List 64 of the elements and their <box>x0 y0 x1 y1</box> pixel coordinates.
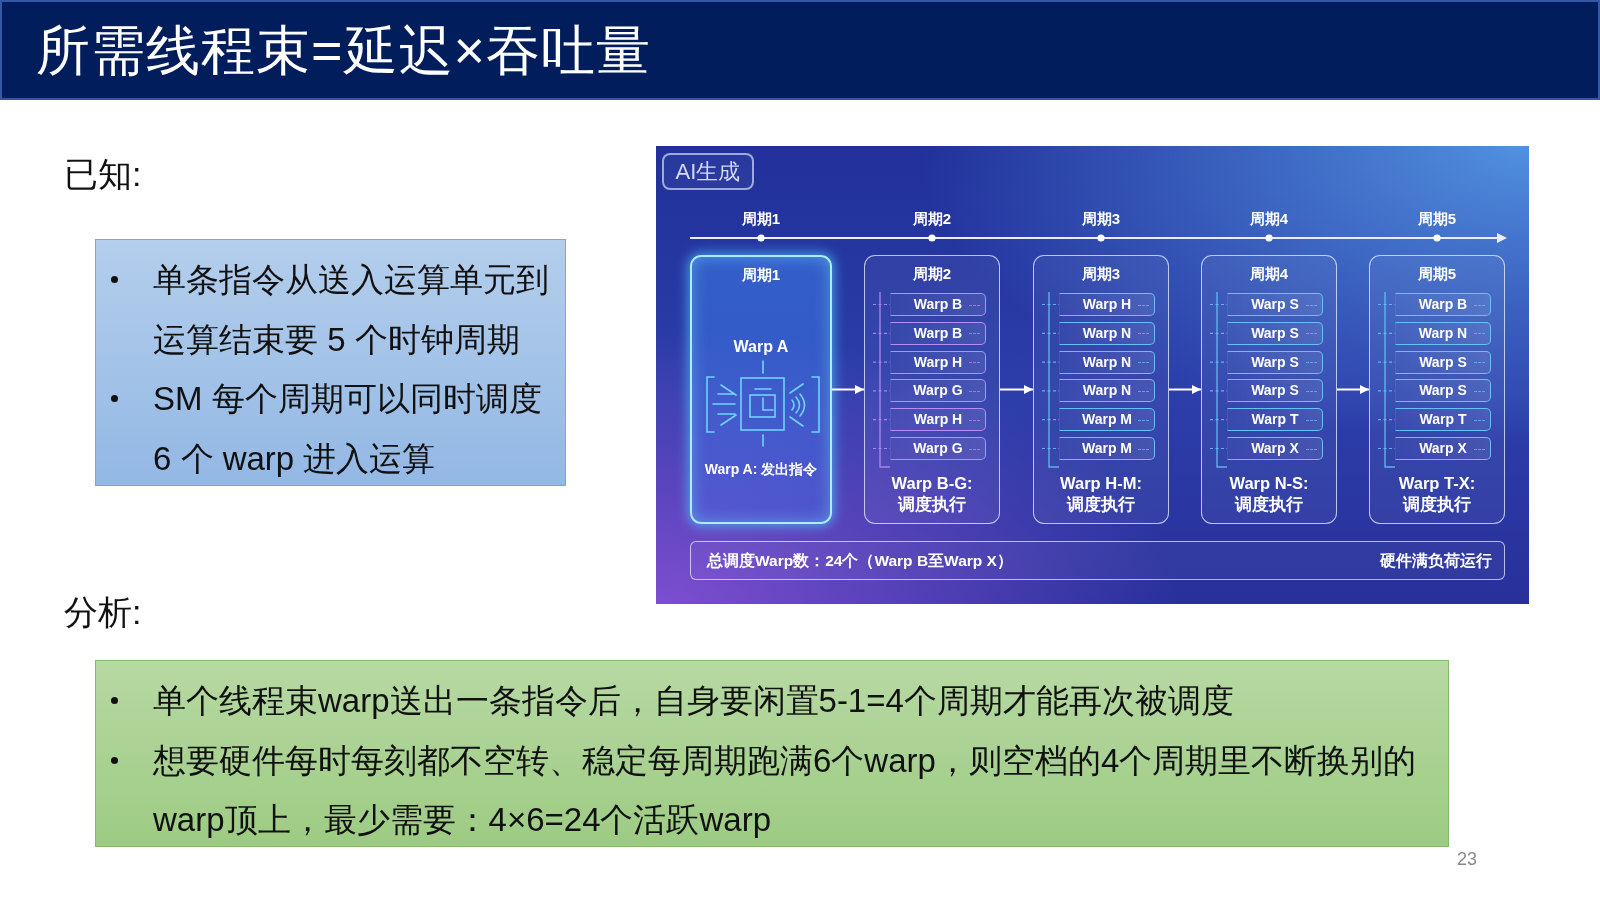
bullet-text: 想要硬件每时每刻都不空转、稳定每周期跑满6个warp，则空档的4个周期里不断换别的warp顶上，最少需要：4×6=24个活跃warp <box>153 740 1418 840</box>
card-caption: Warp A: 发出指令 <box>704 460 818 479</box>
arrow <box>999 385 1034 394</box>
cycle-card <box>1033 255 1169 524</box>
card-caption: Warp N-S: 调度执行 <box>1228 473 1310 515</box>
warp-slot: Warp S <box>1395 379 1491 403</box>
highlighted-cycle-card <box>690 255 832 524</box>
warp-slot: Warp T <box>1227 408 1323 432</box>
tag-text: AI生成 <box>675 158 741 185</box>
cycle-card <box>1201 255 1337 524</box>
warp-slot: Warp S <box>1227 379 1323 403</box>
summary-bar <box>690 541 1505 580</box>
card-caption: Warp T-X: 调度执行 <box>1397 473 1477 515</box>
warp-slot: Warp M <box>1059 437 1155 460</box>
arrow <box>831 385 865 394</box>
warp-slot: Warp B <box>1395 293 1491 316</box>
warp-slot: Warp H <box>1059 293 1155 316</box>
cycle-heading: 周期2 <box>912 264 952 284</box>
warp-slot: Warp N <box>1059 350 1155 374</box>
arrow <box>1336 385 1370 394</box>
warp-slot: Warp X <box>1227 437 1323 460</box>
bullet-text: 单条指令从送入运算单元到运算结束要 5 个时钟周期 <box>153 260 550 360</box>
warp-slot: Warp S <box>1395 350 1491 374</box>
warp-slot: Warp S <box>1227 321 1323 345</box>
warp-slot: Warp X <box>1395 437 1491 460</box>
card-caption: Warp B-G: 调度执行 <box>890 473 974 515</box>
arrow <box>1168 385 1202 394</box>
warp-slot: Warp S <box>1227 293 1323 316</box>
cycle-card <box>864 255 1000 524</box>
analysis-panel <box>95 660 1449 847</box>
cycle-card <box>1369 255 1505 524</box>
summary-text: 总调度Warp数：24个（Warp B至Warp X） <box>707 550 1013 571</box>
section-heading: 分析: <box>64 592 142 633</box>
warp-slot: Warp G <box>890 437 986 460</box>
warp-slot: Warp N <box>1395 321 1491 345</box>
warp-slot: Warp B <box>890 321 986 345</box>
warp-slot: Warp M <box>1059 408 1155 432</box>
cycle-heading: 周期3 <box>1081 264 1121 284</box>
warp-slot: Warp B <box>890 293 986 316</box>
warp-slot: Warp G <box>890 379 986 403</box>
timeline-label: 周期1 <box>741 209 781 229</box>
warp-slot: Warp N <box>1059 321 1155 345</box>
status-text: 硬件满负荷运行 <box>1380 550 1492 571</box>
warp-slot: Warp H <box>890 350 986 374</box>
timeline-label: 周期3 <box>1081 209 1121 229</box>
ai-tag <box>662 153 754 190</box>
bullet-text: 单个线程束warp送出一条指令后，自身要闲置5-1=4个周期才能再次被调度 <box>153 681 1235 721</box>
cycle-heading: 周期4 <box>1249 264 1289 284</box>
cycle-heading: 周期1 <box>741 265 781 285</box>
info-panel <box>95 239 566 486</box>
warp-slot: Warp N <box>1059 379 1155 403</box>
page-number: 23 <box>1457 848 1478 870</box>
bullet-text: SM 每个周期可以同时调度 6 个 warp 进入运算 <box>153 379 543 479</box>
timeline-label: 周期4 <box>1249 209 1289 229</box>
section-heading: 已知: <box>64 154 142 195</box>
warp-slot: Warp H <box>890 408 986 432</box>
card-caption: Warp H-M: 调度执行 <box>1059 473 1143 515</box>
timeline-label: 周期5 <box>1417 209 1457 229</box>
warp-label: Warp A <box>733 337 789 357</box>
timeline-label: 周期2 <box>912 209 952 229</box>
cycle-heading: 周期5 <box>1417 264 1457 284</box>
warp-slot: Warp S <box>1227 350 1323 374</box>
warp-slot: Warp T <box>1395 408 1491 432</box>
page-title: 所需线程束=延迟×吞吐量 <box>36 19 652 82</box>
